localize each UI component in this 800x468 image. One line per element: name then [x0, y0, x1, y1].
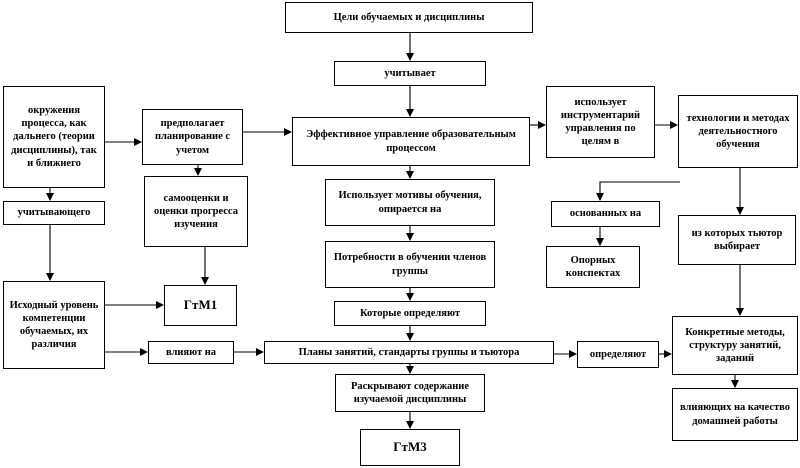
- node-needs: Потребности в обучении членов группы: [325, 241, 495, 288]
- node-tutor-chooses: из которых тьютор выбирает: [678, 215, 796, 265]
- node-technologies: технологии и методах деятельностного обу…: [678, 95, 798, 168]
- node-influence: влияют на: [148, 341, 234, 364]
- node-reference-notes: Опорных конспектах: [546, 246, 640, 288]
- node-gtm3: ГтМ3: [360, 429, 460, 466]
- node-goals: Цели обучаемых и дисциплины: [285, 2, 533, 33]
- node-plans: Планы занятий, стандарты группы и тьютор…: [264, 341, 554, 364]
- node-based-on: основанных на: [551, 201, 660, 227]
- node-initial-level: Исходный уровень компетенции обучаемых, …: [3, 281, 105, 369]
- node-self-assessment: самооценки и оценки прогресса изучения: [144, 176, 248, 247]
- node-environment: окружения процесса, как дальнего (теории…: [3, 86, 105, 188]
- node-influencing-quality: влияющих на качество домашней работы: [672, 388, 798, 441]
- node-uses-tools: использует инструментарий управления по …: [546, 86, 655, 158]
- node-which-define: Которые определяют: [334, 301, 486, 326]
- node-reveal: Раскрывают содержание изучаемой дисципли…: [335, 374, 485, 412]
- node-gtm1: ГтМ1: [164, 285, 237, 326]
- node-considering: учитывающего: [3, 201, 105, 225]
- edge-technologies-basedon: [596, 181, 680, 201]
- node-define: определяют: [577, 341, 659, 368]
- node-uses-motives: Использует мотивы обучения, опирается на: [325, 179, 495, 226]
- node-considers: учитывает: [334, 61, 486, 86]
- node-specific-methods: Конкретные методы, структуру занятий, за…: [672, 316, 798, 375]
- node-assumes-planning: предполагает планирование с учетом: [142, 109, 243, 165]
- node-effective: Эффективное управление образовательным п…: [292, 117, 530, 166]
